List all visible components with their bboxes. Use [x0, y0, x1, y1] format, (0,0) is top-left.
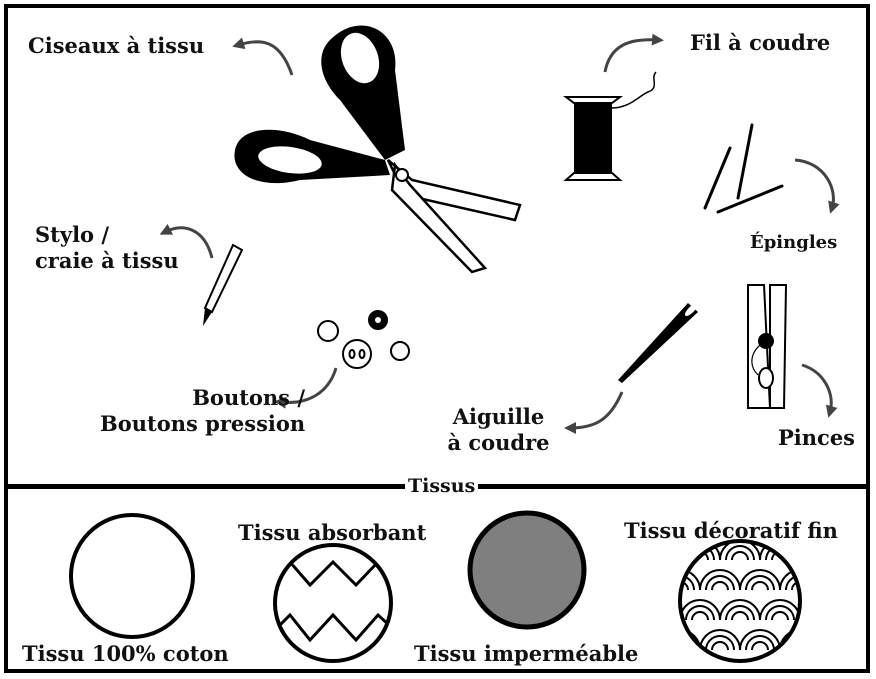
label-chalk-line1: Stylo /	[35, 222, 179, 248]
label-buttons: Boutons / Boutons pression	[100, 385, 305, 437]
scissors-icon	[234, 26, 520, 272]
label-needle: Aiguille à coudre	[446, 404, 551, 456]
label-chalk-line2: craie à tissu	[35, 248, 179, 274]
clips-arrow	[802, 365, 831, 412]
thread-spool-icon	[566, 72, 656, 180]
clothespin-icon	[748, 285, 786, 408]
label-scissors: Ciseaux à tissu	[28, 33, 204, 59]
fabric-decorative-swatch	[660, 540, 820, 661]
label-buttons-line1: Boutons /	[100, 385, 305, 411]
scissors-arrow	[238, 42, 292, 75]
label-clips: Pinces	[778, 425, 855, 451]
label-fabric-decorative: Tissu décoratif fin	[624, 518, 838, 544]
label-thread: Fil à coudre	[690, 30, 830, 56]
label-needle-line2: à coudre	[446, 430, 551, 456]
chalk-pen-icon	[203, 245, 242, 326]
pins-arrow	[795, 160, 833, 208]
needle-icon	[618, 302, 699, 383]
fabric-cotton-swatch	[71, 515, 193, 637]
label-pins: Épingles	[750, 230, 837, 256]
label-buttons-line2: Boutons pression	[100, 411, 305, 437]
fabric-absorbent-swatch	[270, 545, 400, 661]
fabric-waterproof-swatch	[470, 513, 584, 627]
thread-arrow	[605, 40, 658, 72]
needle-arrow	[570, 392, 622, 428]
label-needle-line1: Aiguille	[446, 404, 551, 430]
pins-icon	[705, 125, 782, 212]
label-chalk: Stylo / craie à tissu	[35, 222, 179, 274]
label-fabric-cotton: Tissu 100% coton	[22, 641, 229, 667]
label-fabric-absorbent: Tissu absorbant	[238, 520, 426, 546]
buttons-icon	[318, 311, 409, 368]
label-fabric-waterproof: Tissu imperméable	[414, 641, 638, 667]
